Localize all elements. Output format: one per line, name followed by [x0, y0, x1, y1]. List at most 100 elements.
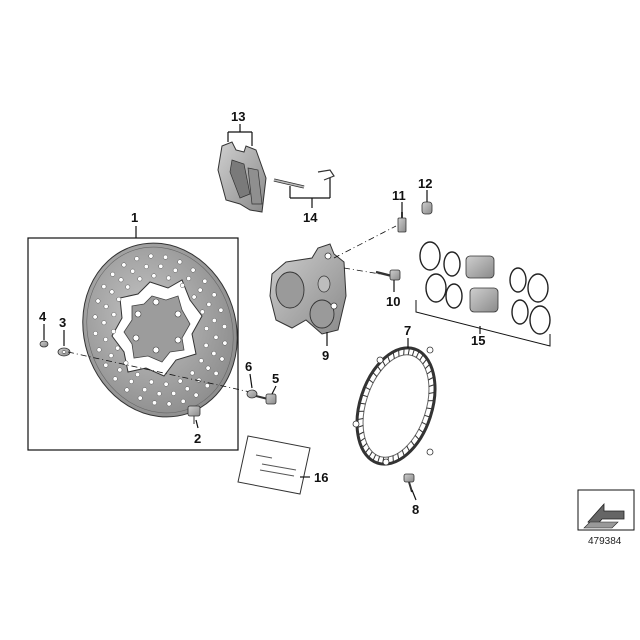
disc-drill-hole	[163, 381, 169, 387]
disc-drill-hole	[148, 253, 154, 259]
disc-drill-hole	[95, 298, 101, 304]
disc-bolt-icon	[187, 405, 201, 424]
disc-drill-hole	[115, 345, 121, 351]
callout-3: 3	[59, 315, 66, 330]
abs-ring-tooth	[426, 369, 433, 375]
abs-ring-tooth	[411, 348, 415, 356]
disc-drill-hole	[110, 271, 116, 277]
abs-ring-bolt-icon	[403, 473, 415, 493]
disc-drill-hole	[166, 401, 172, 407]
disc-drill-hole	[101, 284, 107, 290]
disc-drill-hole	[211, 351, 217, 356]
callout-9: 9	[322, 348, 329, 363]
disc-drill-hole	[118, 277, 124, 283]
disc-drill-hole	[103, 304, 109, 309]
callout-15: 15	[471, 333, 485, 348]
abs-ring-tooth	[406, 445, 411, 453]
disc-drill-hole	[186, 276, 192, 281]
disc-drill-hole	[152, 400, 157, 406]
abs-ring-tooth	[397, 453, 400, 461]
disc-drill-hole	[108, 353, 114, 359]
disc-drill-hole	[134, 256, 140, 262]
disc-drill-hole	[124, 387, 130, 393]
reference-number: 479384	[588, 536, 622, 547]
disc-drill-hole	[116, 296, 122, 302]
abs-ring-tooth	[421, 421, 428, 426]
disc-drill-hole	[199, 309, 205, 315]
leader-lines	[43, 124, 481, 501]
disc-drill-hole	[177, 378, 183, 384]
callout-12: 12	[418, 176, 432, 191]
abs-ring-tooth	[422, 358, 428, 365]
disc-drill-hole	[206, 301, 212, 307]
disc-drill-hole	[135, 372, 141, 378]
abs-ring-tooth	[428, 391, 435, 394]
abs-ring-tooth	[377, 456, 381, 464]
disc-drill-hole	[111, 328, 116, 334]
disc-drill-hole	[211, 318, 217, 323]
abs-ring-tooth	[372, 371, 378, 377]
disc-drill-hole	[202, 278, 208, 284]
disc-drill-hole	[190, 267, 196, 273]
abs-sensor-ring-icon	[352, 346, 437, 466]
disc-drill-hole	[189, 370, 195, 376]
abs-ring-tooth	[361, 394, 368, 398]
disc-drill-hole	[197, 287, 203, 293]
disc-drill-hole	[179, 282, 185, 288]
disc-drill-hole	[148, 379, 154, 385]
disc-drill-hole	[203, 342, 209, 348]
abs-ring-tooth	[424, 363, 431, 369]
disc-drill-hole	[151, 273, 157, 279]
abs-ring-tooth	[414, 435, 420, 441]
abs-ring-tooth	[364, 447, 370, 454]
disc-drill-hole	[222, 340, 228, 346]
disc-drill-hole	[184, 386, 190, 392]
bleeder-valve-icon	[397, 212, 407, 233]
disc-drill-hole	[103, 337, 109, 342]
callout-14: 14	[303, 210, 318, 225]
disc-drill-hole	[166, 275, 172, 281]
disc-drill-hole	[125, 284, 131, 290]
callout-11: 11	[392, 188, 406, 203]
disc-drill-hole	[121, 262, 127, 268]
disc-drill-hole	[219, 356, 225, 362]
disc-drill-hole	[143, 264, 149, 270]
abs-ring-tooth	[428, 376, 435, 381]
disc-drill-hole	[92, 314, 98, 320]
disc-drill-hole	[213, 334, 219, 340]
abs-ring-tooth	[357, 425, 364, 428]
disc-drill-hole	[112, 376, 118, 382]
disc-drill-hole	[137, 276, 143, 282]
callout-7: 7	[404, 323, 411, 338]
disc-drill-hole	[137, 395, 143, 401]
disc-drill-hole	[198, 358, 204, 364]
instruction-card-icon	[237, 435, 311, 495]
abs-ring-tooth	[359, 437, 366, 443]
abs-ring-tooth	[415, 350, 420, 358]
pad-pin-icon	[273, 178, 305, 189]
disc-drill-hole	[163, 254, 168, 260]
callout-13: 13	[231, 109, 245, 124]
washer-icon	[57, 347, 71, 357]
abs-ring-tooth	[428, 384, 435, 387]
disc-drill-hole	[109, 289, 115, 295]
abs-ring-tooth	[364, 386, 371, 391]
abs-ring-tooth	[357, 431, 364, 436]
disc-drill-hole	[111, 312, 117, 318]
brake-pads-icon	[217, 141, 267, 213]
disc-drill-hole	[193, 392, 199, 398]
disc-drill-hole	[103, 362, 109, 368]
callout-10: 10	[386, 294, 400, 309]
callout-4: 4	[39, 309, 47, 324]
abs-ring-tooth	[392, 351, 395, 359]
disc-drill-hole	[101, 320, 107, 326]
abs-ring-tooth	[376, 365, 382, 372]
abs-ring-tooth	[361, 443, 368, 449]
callout-1: 1	[131, 210, 138, 225]
abs-ring-tooth	[368, 378, 374, 384]
disc-drill-hole	[191, 294, 197, 300]
washer-6-icon	[246, 389, 258, 399]
disc-drill-hole	[204, 326, 209, 332]
abs-ring-tooth	[424, 414, 431, 418]
